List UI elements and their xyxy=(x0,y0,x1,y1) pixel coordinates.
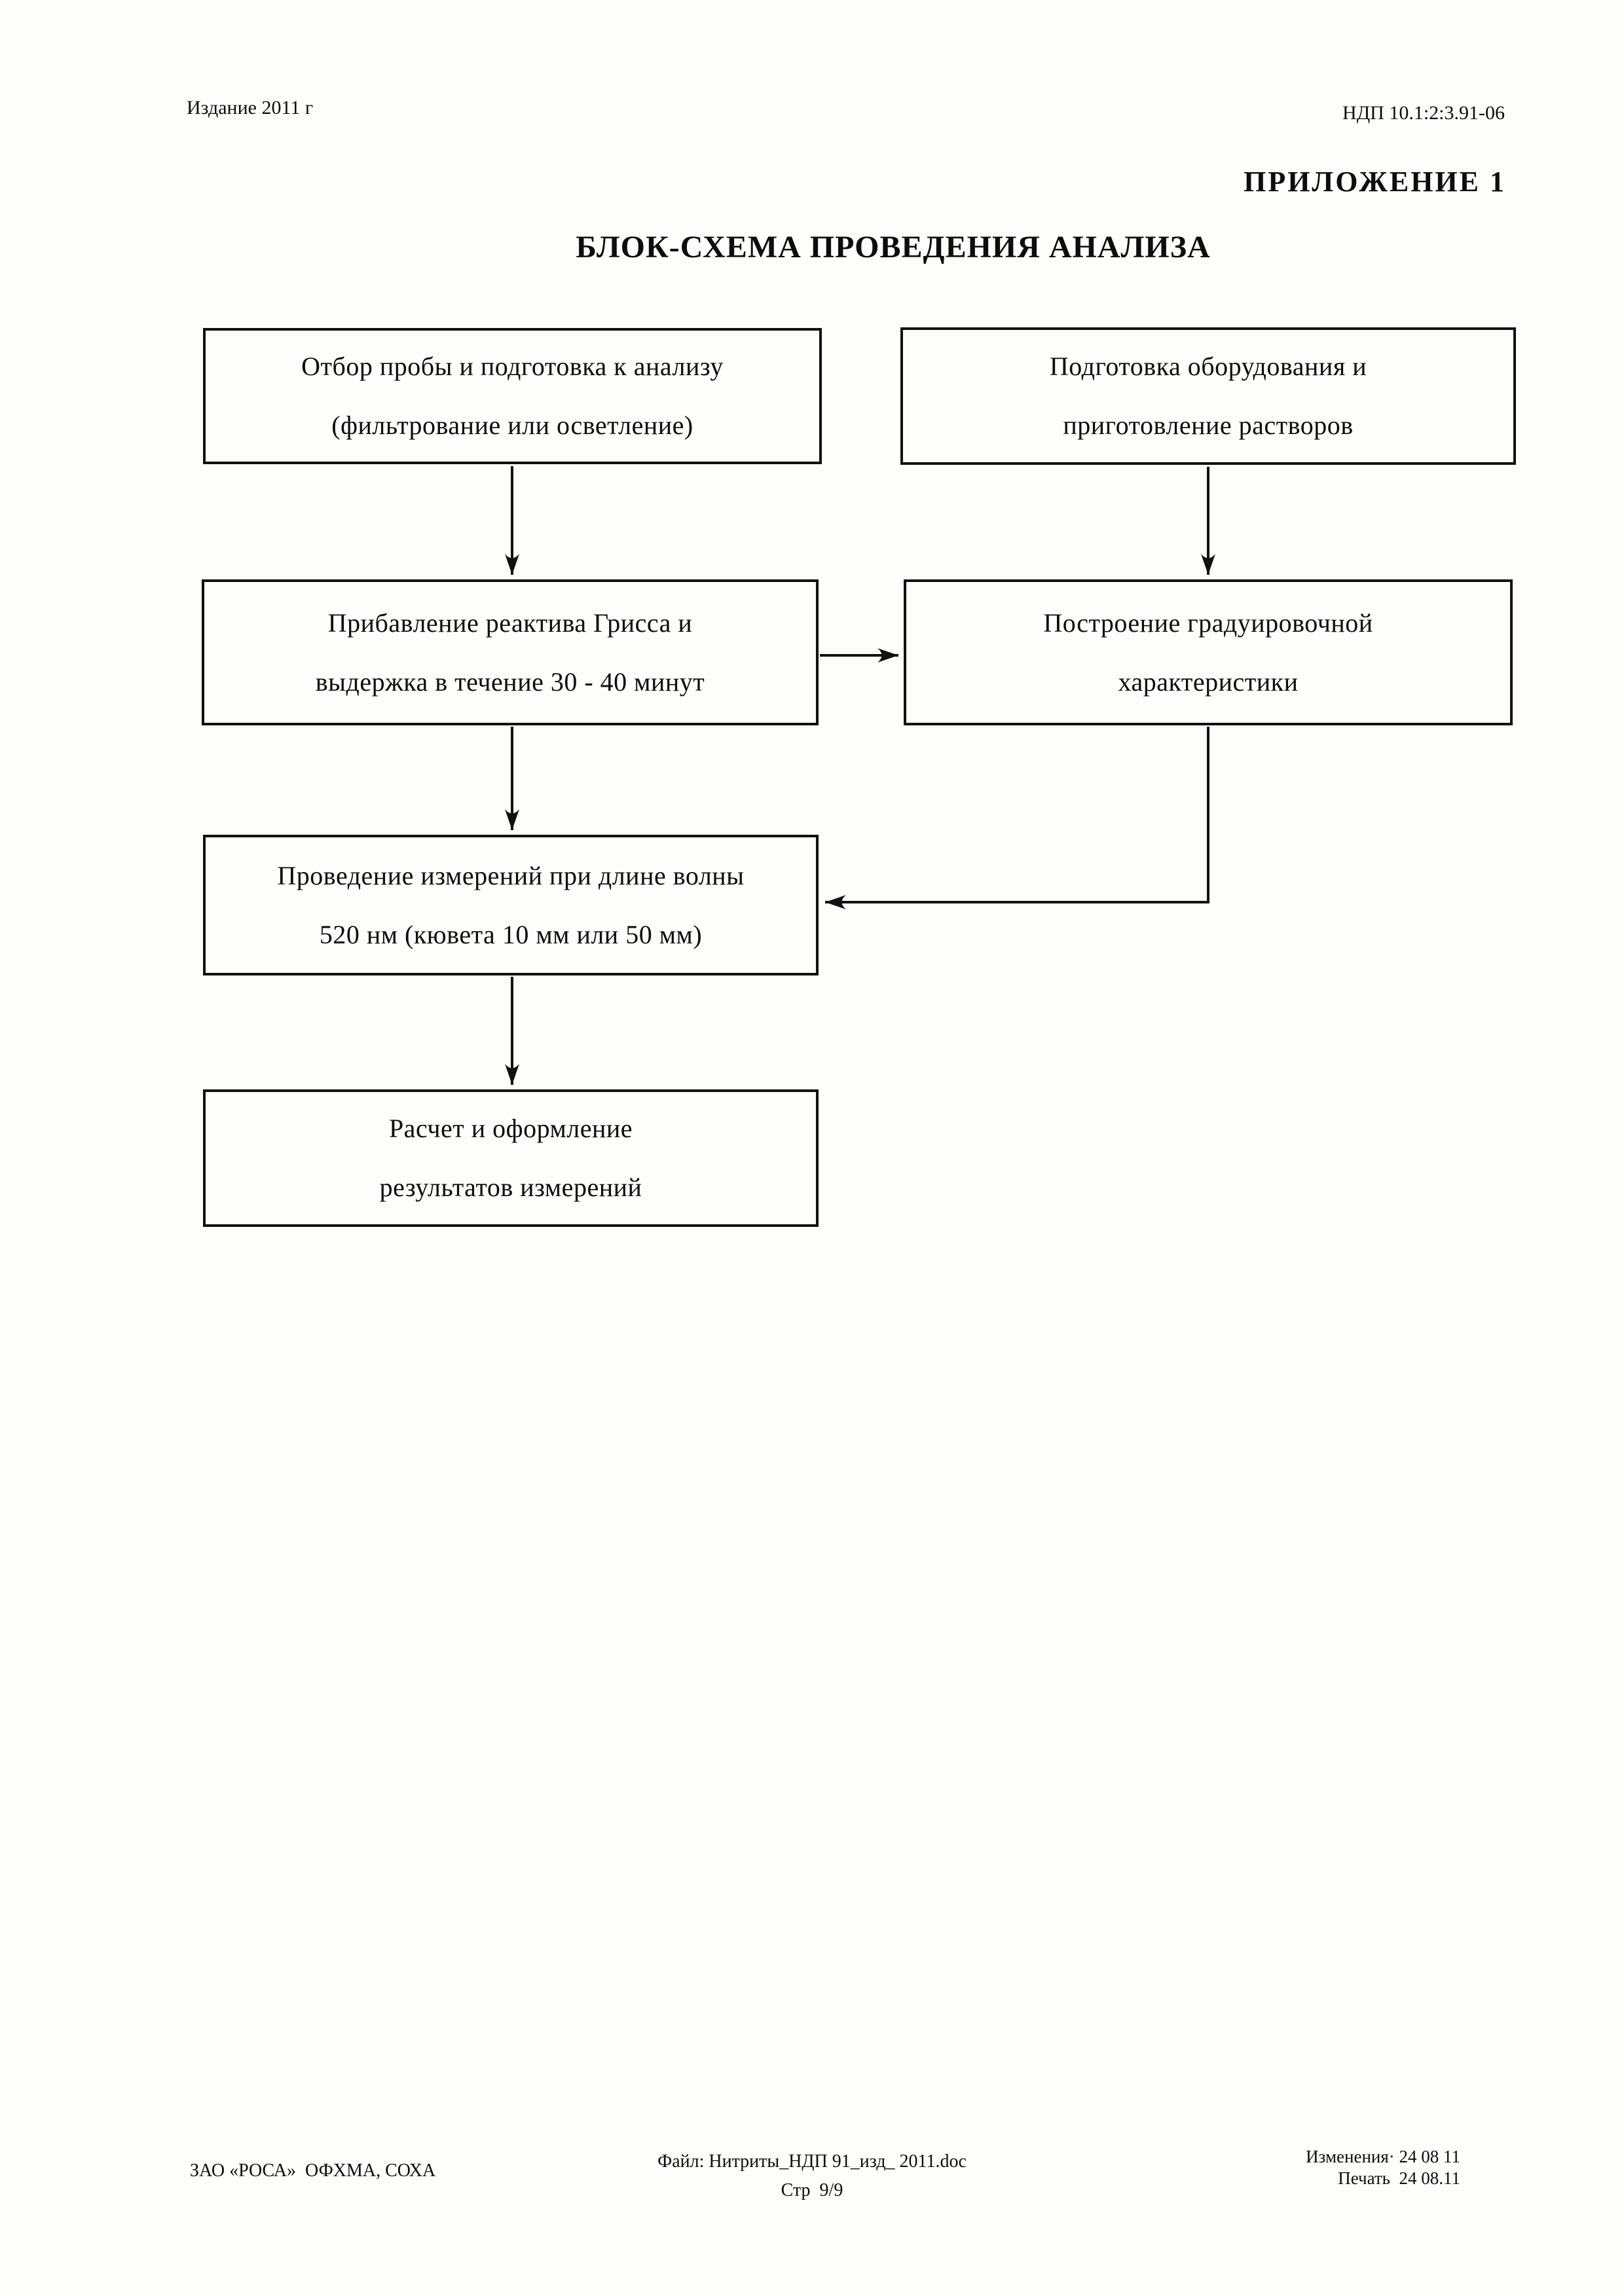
flow-box-text: Прибавление реактива Грисса и xyxy=(327,608,693,638)
flow-box-sample-prep: Отбор пробы и подготовка к анализу (филь… xyxy=(203,328,822,464)
flow-box-equipment-prep: Подготовка оборудования и приготовление … xyxy=(900,327,1516,465)
footer-organization: ЗАО «РОСА» ОФХМА, СОХА xyxy=(190,2160,436,2181)
flow-box-text: (фильтрование или осветление) xyxy=(331,410,693,440)
flow-box-text: 520 нм (кювета 10 мм или 50 мм) xyxy=(319,919,703,949)
flow-box-text: Расчет и оформление xyxy=(388,1114,633,1143)
flow-box-text: Отбор пробы и подготовка к анализу xyxy=(301,352,724,381)
footer-page-number: Стр 9/9 xyxy=(781,2180,843,2200)
document-code: НДП 10.1:2:3.91-06 xyxy=(1342,102,1505,124)
flow-box-text: результатов измерений xyxy=(379,1173,642,1202)
flow-box-text: Подготовка оборудования и xyxy=(1049,352,1367,381)
footer-file-name: Файл: Нитриты_НДП 91_изд_ 2011.doc xyxy=(657,2151,967,2172)
flow-box-measurement: Проведение измерений при длине волны 520… xyxy=(203,835,819,975)
footer-changes-date: Изменения· 24 08 11 xyxy=(1306,2147,1460,2166)
footer-print-date: Печать 24 08.11 xyxy=(1338,2168,1460,2188)
flow-box-text: выдержка в течение 30 - 40 минут xyxy=(315,666,705,697)
arrow-calibration-to-measurement xyxy=(825,727,1209,909)
edition-note: Издание 2011 г xyxy=(187,97,314,118)
flow-box-text: характеристики xyxy=(1118,666,1299,697)
flow-box-results: Расчет и оформление результатов измерени… xyxy=(203,1089,819,1227)
annex-heading: ПРИЛОЖЕНИЕ 1 xyxy=(1244,166,1506,198)
flow-box-text: Построение градуировочной xyxy=(1043,608,1373,638)
flow-box-text: приготовление растворов xyxy=(1063,410,1354,440)
flow-box-text: Проведение измерений при длине волны xyxy=(277,860,745,890)
flow-box-calibration-curve: Построение градуировочной характеристики xyxy=(904,579,1513,725)
flow-box-griess-reagent: Прибавление реактива Грисса и выдержка в… xyxy=(202,579,819,725)
page-title: БЛОК-СХЕМА ПРОВЕДЕНИЯ АНАЛИЗА xyxy=(576,230,1211,264)
